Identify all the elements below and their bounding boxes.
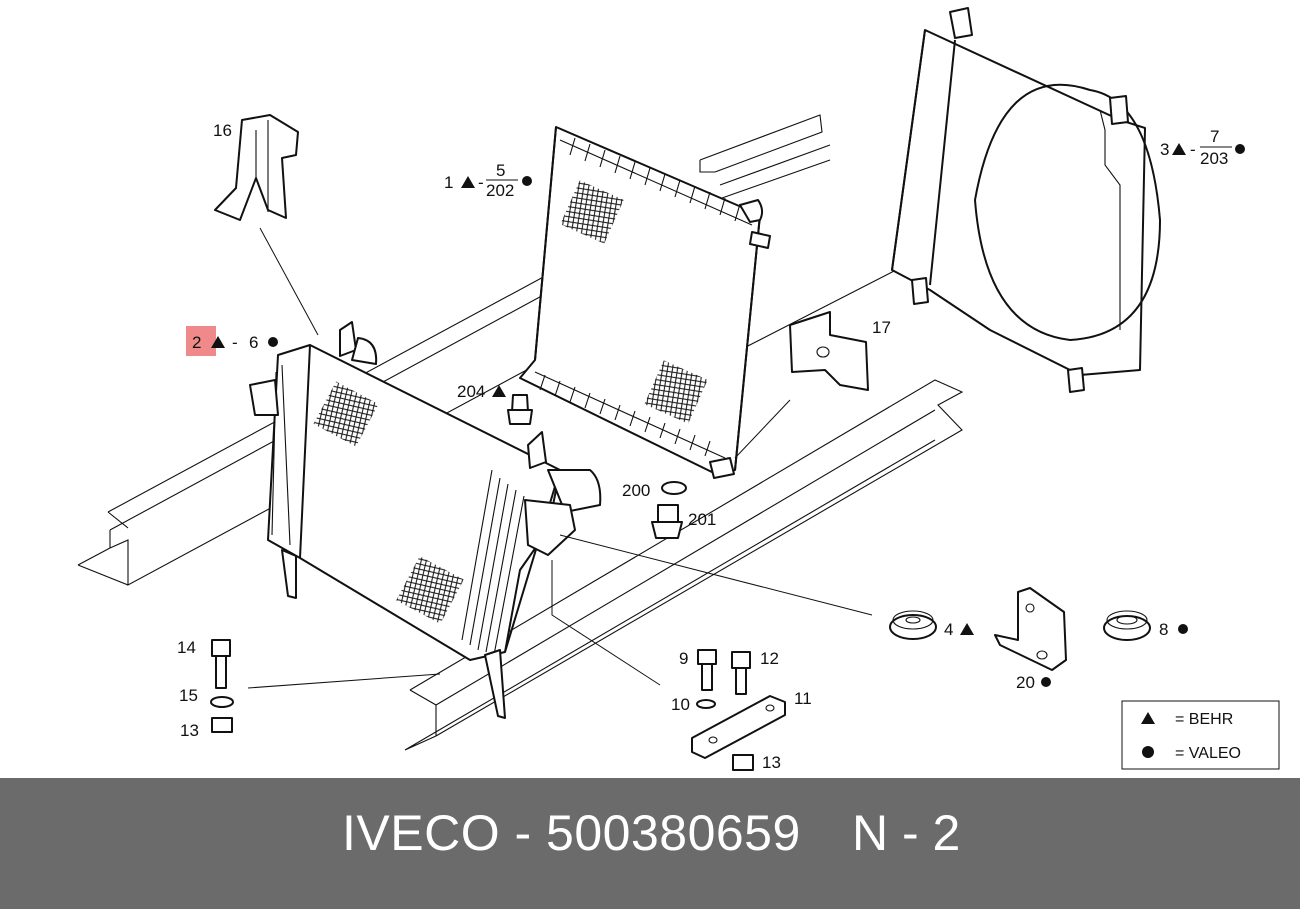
callout-12: 12 xyxy=(760,649,779,668)
behr-triangle-icon xyxy=(1141,712,1155,724)
callout-202: 202 xyxy=(486,181,514,200)
legend-valeo: = VALEO xyxy=(1175,745,1241,762)
callout-1: 1 xyxy=(444,173,453,192)
callout-dash-3: - xyxy=(1190,140,1196,159)
part-number-title: IVECO - 500380659 xyxy=(342,805,801,861)
callout-8: 8 xyxy=(1159,620,1168,639)
callout-204: 204 xyxy=(457,382,485,401)
callout-16: 16 xyxy=(213,121,232,140)
valeo-dot-icon xyxy=(1142,746,1154,758)
callout-6: 6 xyxy=(249,333,258,352)
bracket-20 xyxy=(994,587,1067,671)
callout-15: 15 xyxy=(179,686,198,705)
sheet-label: N - 2 xyxy=(852,805,961,861)
washer-15 xyxy=(210,696,234,708)
legend-behr: = BEHR xyxy=(1175,711,1233,728)
highlight-marker xyxy=(186,326,216,356)
rubber-mount-4 xyxy=(889,610,937,640)
washer-10 xyxy=(696,699,716,709)
callout-4: 4 xyxy=(944,620,953,639)
exploded-parts-diagram: 1 - 5 202 2 - 6 3 - 7 203 4 8 20 9 12 10… xyxy=(77,7,1280,772)
callout-17: 17 xyxy=(872,318,891,337)
rubber-mount-8 xyxy=(1103,610,1151,641)
callout-11: 11 xyxy=(794,689,812,708)
radiator-assembly xyxy=(249,321,602,719)
bolt-9 xyxy=(697,649,717,691)
fan-shroud xyxy=(891,7,1161,393)
callout-14: 14 xyxy=(177,638,196,657)
bracket-17 xyxy=(789,311,869,391)
main-radiator xyxy=(519,126,771,479)
callout-dash-2: - xyxy=(232,333,238,352)
legend-box: = BEHR = VALEO xyxy=(1121,700,1280,770)
leader-lines xyxy=(247,227,873,689)
callout-13-left: 13 xyxy=(180,721,199,740)
bolt-12 xyxy=(731,651,751,695)
chassis-frame xyxy=(77,114,964,751)
drain-plug-204 xyxy=(507,394,533,425)
callout-13-right: 13 xyxy=(762,753,781,772)
drain-plug-201 xyxy=(651,504,683,539)
callout-20: 20 xyxy=(1016,673,1035,692)
seal-ring-200 xyxy=(661,481,687,495)
callout-201: 201 xyxy=(688,510,716,529)
plate-11 xyxy=(691,695,786,759)
callout-203: 203 xyxy=(1200,149,1228,168)
callout-200: 200 xyxy=(622,481,650,500)
callout-labels: 1 - 5 202 2 - 6 3 - 7 203 4 8 20 9 12 10… xyxy=(177,121,1245,772)
nut-13-right xyxy=(732,754,754,771)
callout-7: 7 xyxy=(1210,127,1219,146)
callout-5: 5 xyxy=(496,161,505,180)
callout-9: 9 xyxy=(679,649,688,668)
callout-dash-1: - xyxy=(478,173,484,192)
bolt-14 xyxy=(211,639,231,689)
bracket-16 xyxy=(214,114,299,221)
callout-3: 3 xyxy=(1160,140,1169,159)
footer-bar: IVECO - 500380659 N - 2 xyxy=(0,778,1300,909)
callout-10: 10 xyxy=(671,695,690,714)
nut-13-left xyxy=(211,717,233,733)
callout-2: 2 xyxy=(192,333,201,352)
